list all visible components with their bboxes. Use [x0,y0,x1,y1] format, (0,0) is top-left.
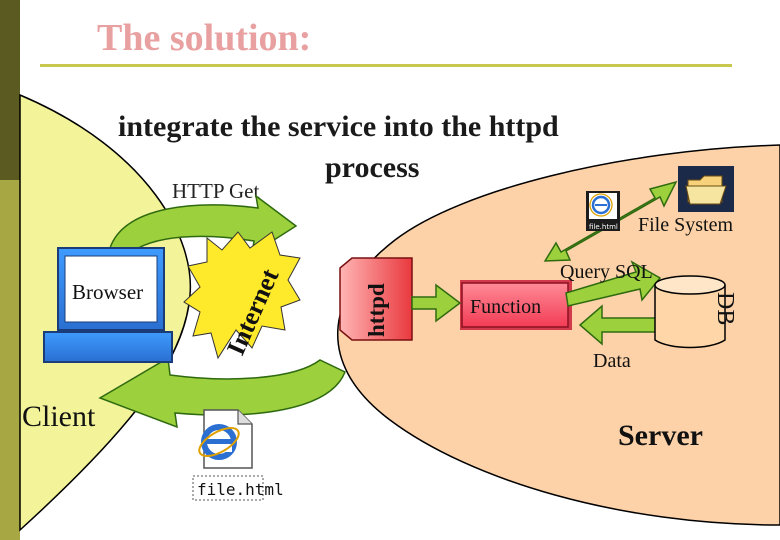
db-cylinder [654,275,726,349]
mini-file-label: file.html [589,223,618,231]
query-sql-arrow [565,260,662,307]
title-underline [40,64,732,67]
httpd-to-function-arrow [411,283,462,323]
file-html-label: file.html [197,480,284,499]
ie-logo-icon [198,424,240,460]
left-accent-bar-top [0,0,20,180]
db-label: DB [712,292,738,325]
response-arrow [98,356,346,429]
http-get-arrow [109,194,298,256]
file-system-arrow [543,180,678,262]
httpd-block [339,257,413,341]
internet-burst [183,231,301,360]
httpd-label: httpd [364,283,389,337]
file-html-mini-icon: file.html [586,191,620,231]
folder-icon [678,166,734,212]
subtitle-line1: integrate the service into the httpd [118,110,559,143]
browser-label: Browser [72,280,143,304]
data-arrow [578,304,661,346]
subtitle-line2: process [325,151,419,184]
file-system-label: File System [638,214,733,236]
server-label: Server [618,419,703,452]
computer-monitor-icon [43,247,173,363]
file-html-icon: file.html [192,409,284,501]
client-label: Client [22,400,96,433]
function-label: Function [470,296,541,318]
data-label: Data [593,350,631,372]
server-region [337,144,780,526]
slide-title: The solution: [97,17,311,59]
http-get-label: HTTP Get [172,179,259,203]
query-sql-label: Query SQL [560,261,653,283]
